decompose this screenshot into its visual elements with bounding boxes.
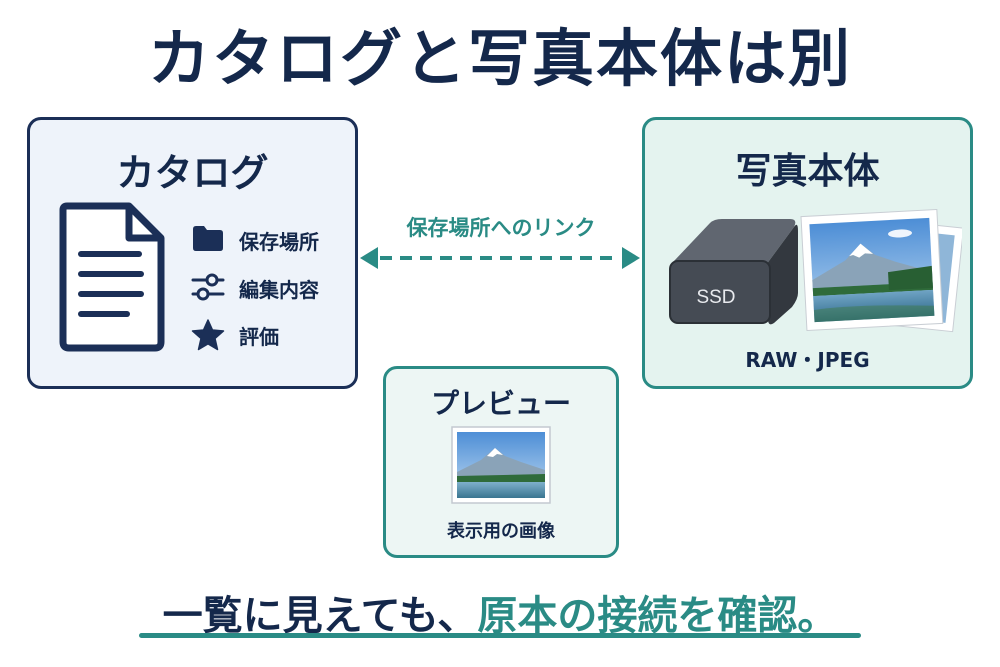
catalog-item-label: 評価	[239, 325, 279, 349]
link-label: 保存場所へのリンク	[406, 216, 596, 240]
preview-caption: 表示用の画像	[447, 521, 555, 542]
file-formats: RAW・JPEG	[745, 348, 870, 372]
tagline-underline	[139, 633, 861, 638]
preview-card: プレビュー 表示用の画像	[383, 366, 619, 558]
catalog-card: カタログ 保存場所 編集内容 評価	[27, 117, 358, 389]
double-arrow-icon	[360, 247, 640, 269]
preview-title: プレビュー	[430, 387, 571, 420]
preview-image-icon	[451, 426, 551, 504]
tagline: 一覧に見えても、原本の接続を確認。	[0, 583, 1000, 641]
document-icon	[59, 202, 165, 352]
tagline-part-2: 原本の接続を確認。	[477, 593, 838, 639]
folder-icon	[193, 226, 223, 251]
ssd-label: SSD	[696, 287, 735, 308]
catalog-title: カタログ	[116, 151, 269, 195]
catalog-item-label: 編集内容	[239, 278, 319, 302]
catalog-item-label: 保存場所	[239, 230, 319, 254]
tagline-part-1: 一覧に見えても、	[162, 593, 478, 639]
ssd-drive-icon: SSD	[669, 219, 798, 325]
photo-stack-icon	[800, 208, 962, 333]
star-icon	[191, 319, 225, 351]
photo-card: 写真本体 SSD	[642, 117, 973, 389]
page-title: カタログと写真本体は別	[147, 22, 852, 95]
photo-title: 写真本体	[735, 151, 880, 192]
sliders-icon	[191, 273, 225, 301]
